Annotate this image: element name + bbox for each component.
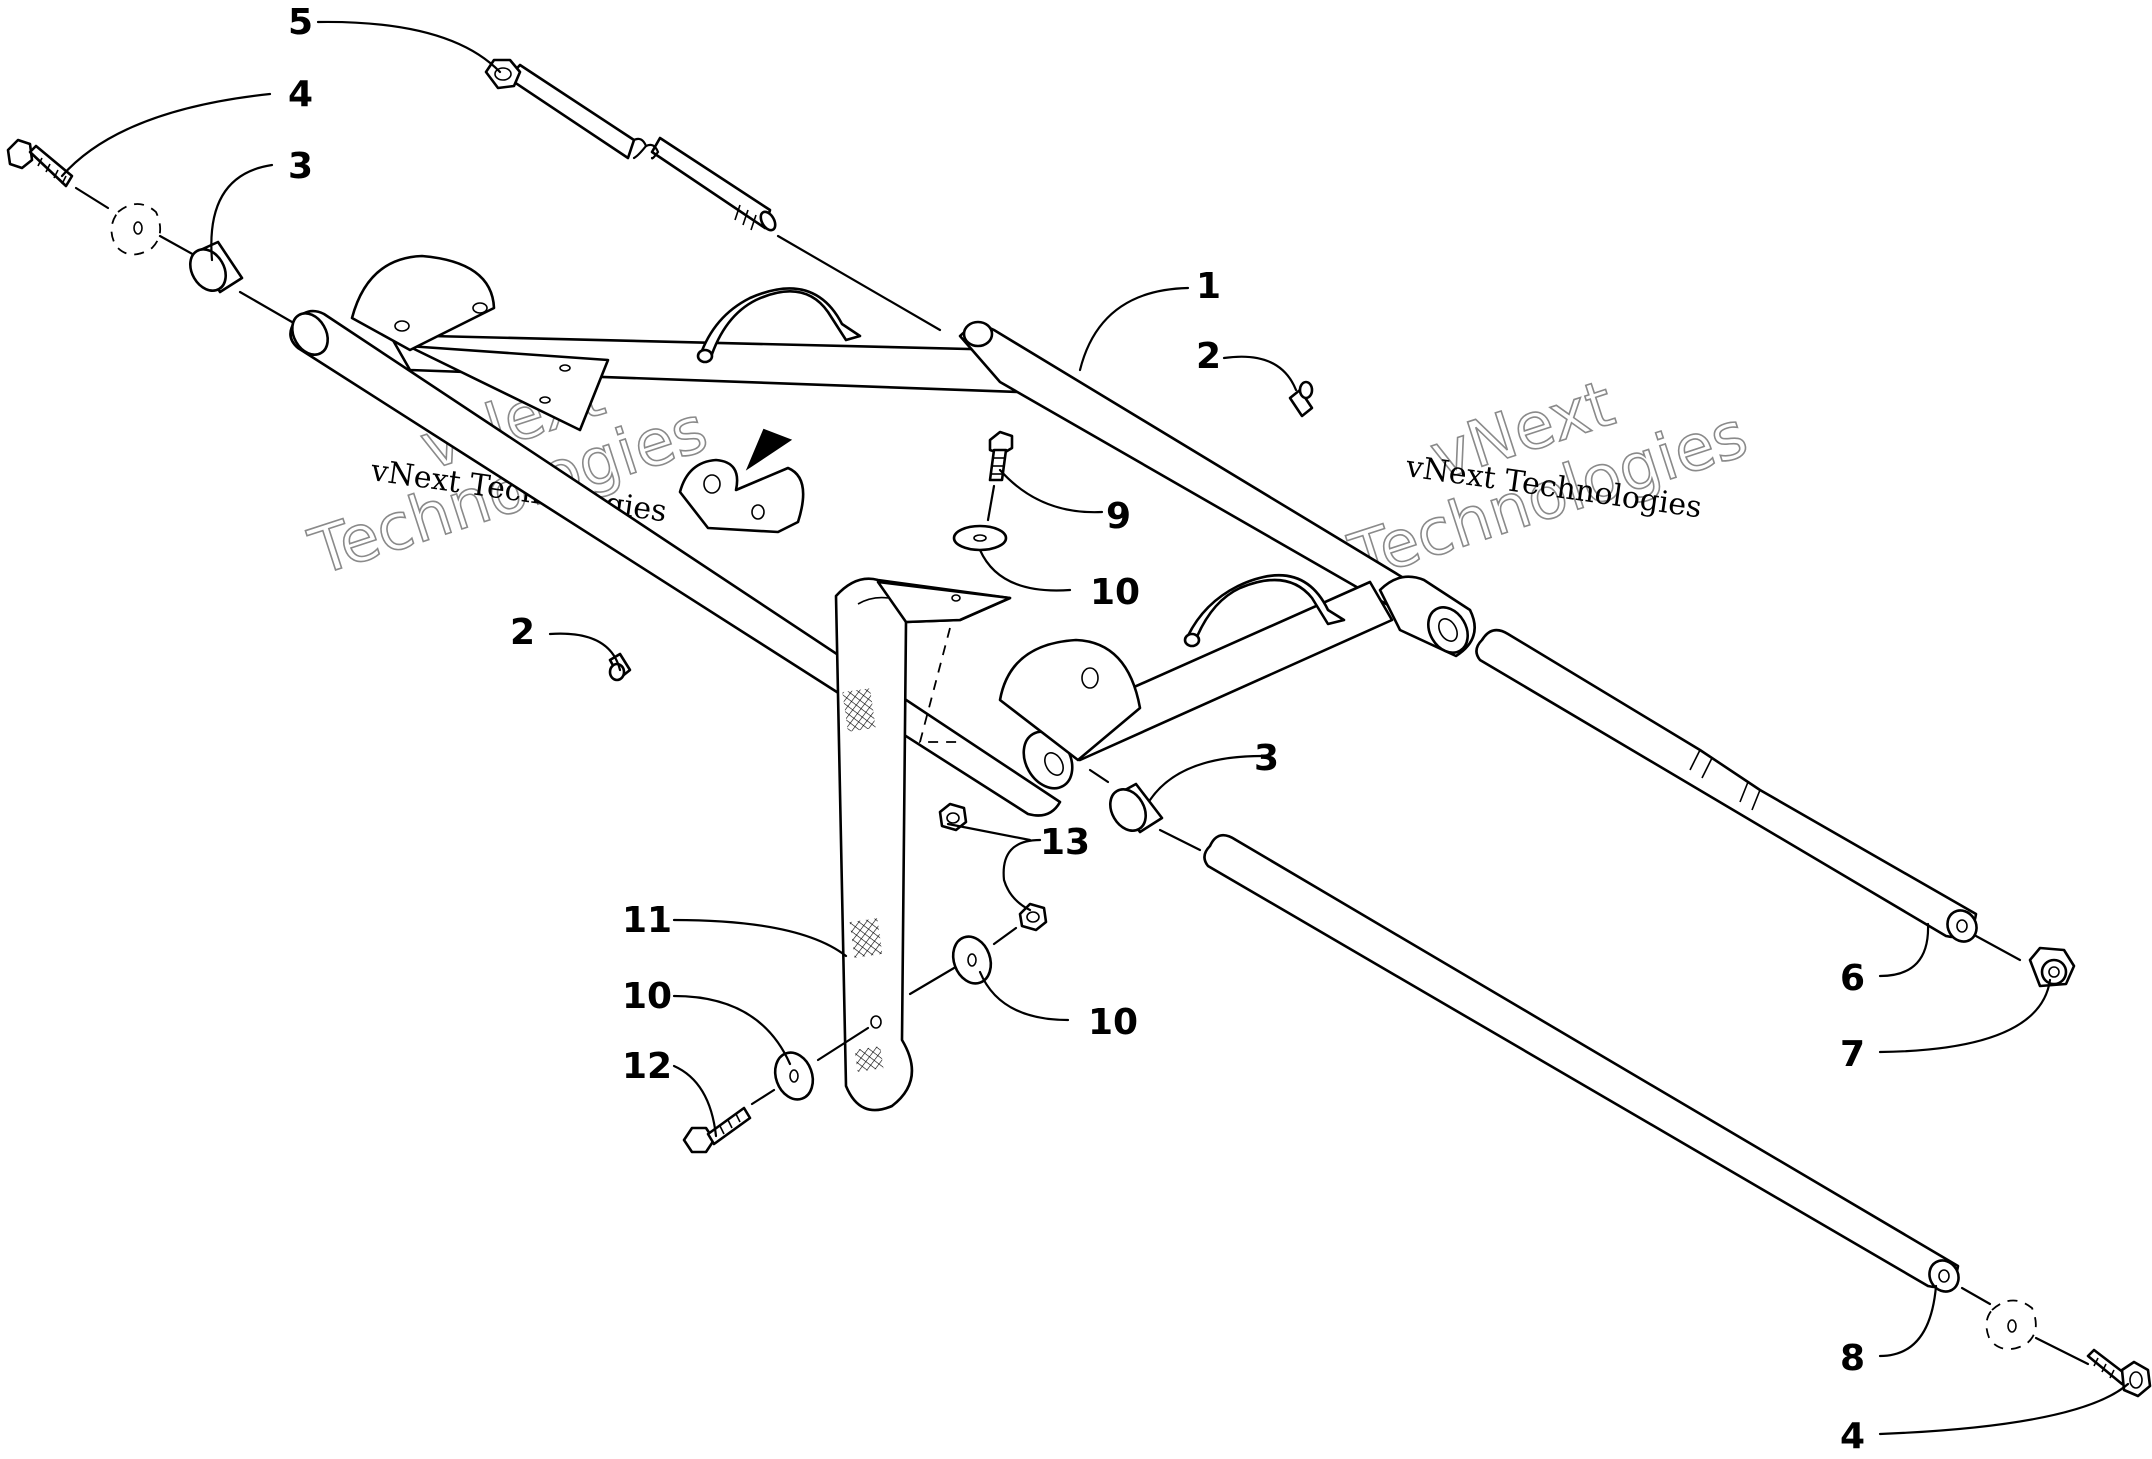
- callout-3-top: 3: [288, 146, 313, 187]
- hatch-area: [854, 1046, 884, 1072]
- bolt-part-12: [682, 1088, 776, 1154]
- callout-1: 1: [1196, 266, 1221, 307]
- watermark-right: vNext Technologies vNext Technologies: [1340, 366, 1756, 596]
- washer-part-10-upper: [952, 524, 1008, 552]
- tube-part-8: [1203, 833, 1992, 1306]
- washer-dashed-top: [110, 203, 198, 258]
- callout-10-right: 10: [1088, 1002, 1138, 1043]
- nut-part-13-upper: [938, 802, 968, 832]
- bolt-part-9: [986, 430, 1014, 522]
- bushing-part-3-top: [189, 240, 294, 324]
- callout-2-right: 2: [1196, 336, 1221, 377]
- washer-part-10-right: [908, 935, 993, 996]
- washer-dashed-bottom: [1985, 1299, 2090, 1366]
- callout-labels: 5 4 3 1 2 9 10 2 3 13 11 10 10 12 6 7 8 …: [288, 2, 1865, 1457]
- leader-lines: [60, 20, 2130, 1436]
- rod-threaded-end: [734, 204, 777, 232]
- callout-10-left: 10: [622, 976, 672, 1017]
- nut-part-7: [2028, 946, 2076, 988]
- callout-12: 12: [622, 1046, 672, 1087]
- hatch-area: [849, 918, 883, 958]
- bolt-part-4-bottom: [2086, 1348, 2152, 1398]
- callout-9: 9: [1106, 496, 1131, 537]
- callout-3-mid: 3: [1254, 738, 1279, 779]
- callout-4-top: 4: [288, 74, 313, 115]
- callout-6: 6: [1840, 958, 1865, 999]
- bushing-part-3-mid: [1088, 768, 1202, 852]
- nut-part-13-lower: [992, 902, 1048, 946]
- grease-fitting-part-2-right: [1288, 380, 1314, 418]
- direction-arrow-icon: [745, 428, 793, 471]
- callout-5-top: 5: [288, 2, 313, 43]
- callout-13: 13: [1040, 822, 1090, 863]
- bolt-part-4-top: [6, 138, 110, 210]
- tube-part-6: [1475, 628, 2022, 962]
- rod-part-5: [484, 58, 942, 332]
- callout-10-upper: 10: [1090, 572, 1140, 613]
- callout-8: 8: [1840, 1338, 1865, 1379]
- bracket-part-11: [834, 577, 1012, 1112]
- callout-7: 7: [1840, 1034, 1865, 1075]
- callout-2-left: 2: [510, 612, 535, 653]
- hatch-area: [842, 688, 876, 732]
- callout-11: 11: [622, 900, 672, 941]
- callout-4-bottom: 4: [1840, 1416, 1865, 1457]
